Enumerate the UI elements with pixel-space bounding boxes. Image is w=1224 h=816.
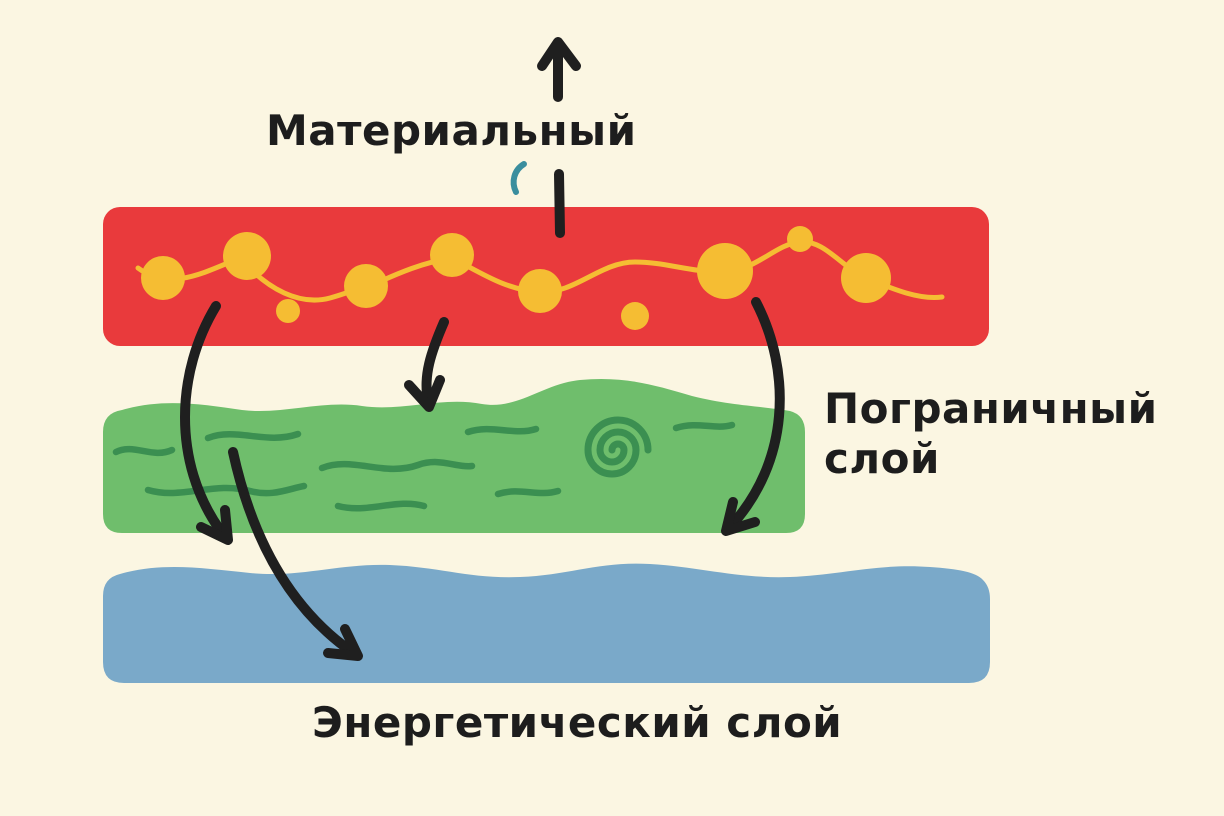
arrow-center-head bbox=[404, 375, 445, 412]
spiral-icon bbox=[584, 416, 652, 478]
squiggle bbox=[204, 430, 302, 442]
boundary-layer-label-line1: Пограничный bbox=[824, 384, 1158, 433]
particle bbox=[841, 253, 891, 303]
arrow-right-shaft bbox=[725, 297, 785, 532]
arrow-left-shaft bbox=[180, 301, 225, 535]
particle bbox=[141, 256, 185, 300]
arrow-left-head bbox=[196, 505, 233, 545]
energy-layer-label: Энергетический слой bbox=[312, 698, 842, 748]
turbulence-squiggles bbox=[112, 416, 736, 512]
arrow-right-head bbox=[721, 497, 760, 536]
boundary-layer-label-line2: слой bbox=[824, 433, 940, 483]
squiggle bbox=[112, 445, 176, 457]
particle bbox=[621, 302, 649, 330]
particle bbox=[430, 233, 474, 277]
arrow-crossing-shaft bbox=[228, 447, 357, 657]
teal-accent-stroke bbox=[510, 161, 527, 195]
particle bbox=[697, 243, 753, 299]
particle bbox=[276, 299, 300, 323]
energy-layer-label-text: Энергетический слой bbox=[312, 698, 843, 747]
flow-arrows bbox=[180, 37, 785, 661]
arrow-crossing-head bbox=[323, 624, 363, 661]
squiggle bbox=[494, 487, 562, 498]
energy-layer bbox=[103, 563, 990, 683]
particle bbox=[344, 264, 388, 308]
particles bbox=[141, 226, 891, 330]
material-layer-label-text: Материальный bbox=[266, 106, 637, 155]
squiggle bbox=[672, 421, 736, 432]
arrow-up-head bbox=[537, 37, 581, 71]
squiggle bbox=[318, 458, 476, 473]
particle bbox=[223, 232, 271, 280]
particle bbox=[518, 269, 562, 313]
teal-accent-mark bbox=[510, 161, 527, 195]
boundary-layer-label: Пограничный слой bbox=[824, 384, 1158, 483]
particle bbox=[787, 226, 813, 252]
material-layer-label: Материальный bbox=[266, 106, 637, 156]
squiggle bbox=[464, 425, 540, 436]
energy-layer-band bbox=[103, 563, 990, 683]
arrow-center-shaft bbox=[421, 317, 449, 405]
arrow-up-shaft-lower bbox=[554, 169, 565, 238]
squiggle bbox=[334, 500, 428, 512]
